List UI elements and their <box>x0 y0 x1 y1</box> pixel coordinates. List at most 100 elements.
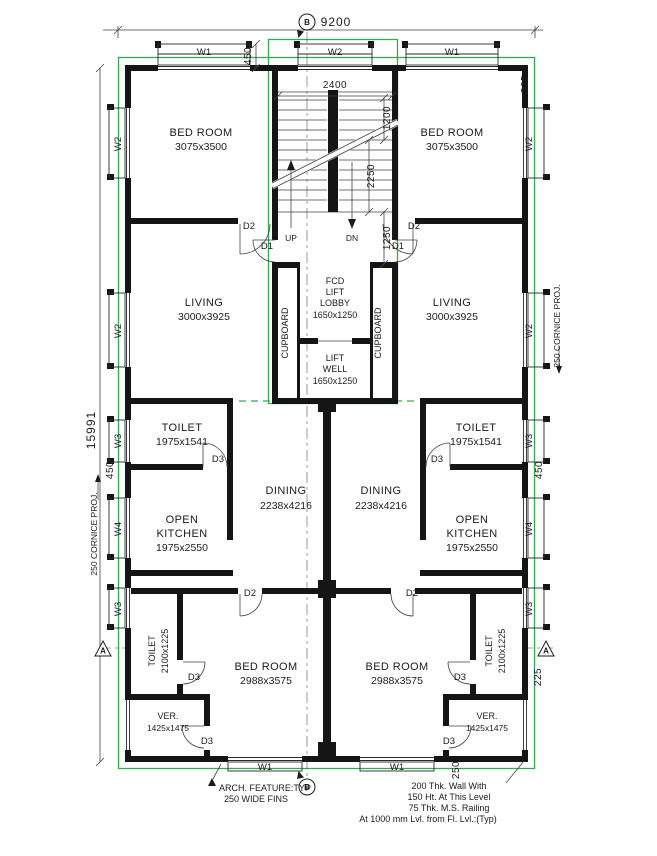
room-size-bedroom-top-right: 3075x3500 <box>426 141 478 153</box>
room-label-verandah-left: VER. <box>157 711 178 721</box>
door-label-d3-toilet-lower-left: D3 <box>188 672 200 683</box>
door-label-d1-left: D1 <box>261 241 273 252</box>
dim-450-top: 450 <box>243 47 254 65</box>
marker-a-left-label: A <box>100 647 106 656</box>
room-label-kitchen-left-2: KITCHEN <box>156 528 207 540</box>
walls-layer <box>107 41 550 762</box>
stair-layer <box>270 90 400 229</box>
room-label-toilet-lower-left: TOILET <box>147 635 157 667</box>
dim-450-right: 450 <box>534 461 545 479</box>
door-label-d3-toilet-lower-right: D3 <box>454 672 466 683</box>
door-label-d3-verandah-left: D3 <box>201 736 213 747</box>
window-label-w1-top-right: W1 <box>445 47 459 58</box>
stair-label-dn: DN <box>346 233 358 243</box>
note-wall-line3: 75 Thk. M.S. Railing <box>409 803 490 813</box>
dim-stair-1250: 1250 <box>382 226 393 250</box>
room-label-lift-lobby-3: LOBBY <box>320 298 350 308</box>
window-label-w3-left-upper: W3 <box>113 434 124 448</box>
stair-label-up: UP <box>285 233 297 243</box>
room-label-kitchen-left-1: OPEN <box>166 514 199 526</box>
window-label-w1-top-left: W1 <box>197 47 211 58</box>
dim-stair-2250: 2250 <box>366 164 377 188</box>
door-label-d1-right: D1 <box>392 241 404 252</box>
room-size-toilet-upper-right: 1975x1541 <box>450 436 502 448</box>
room-size-toilet-lower-right: 2100x1225 <box>497 629 507 674</box>
room-size-bedroom-top-left: 3075x3500 <box>175 141 227 153</box>
window-label-w2-right-upper: W2 <box>524 137 535 151</box>
marker-b-top-label: B <box>304 18 310 27</box>
door-label-d2-lower-right: D2 <box>406 588 418 599</box>
dim-overall-width: 9200 <box>321 15 352 29</box>
room-label-verandah-right: VER. <box>476 711 497 721</box>
window-label-w3-left-lower: W3 <box>113 602 124 616</box>
room-size-kitchen-right: 1975x2550 <box>446 542 498 554</box>
section-marker-b-bottom-icon <box>298 778 316 796</box>
room-label-toilet-upper-left: TOILET <box>162 422 203 434</box>
room-label-living-left: LIVING <box>185 297 223 309</box>
dim-stair-1200: 1200 <box>382 106 393 130</box>
door-label-d2-top-left: D2 <box>243 221 255 232</box>
room-label-bedroom-bottom-right: BED ROOM <box>365 661 428 673</box>
dim-450-left: 450 <box>105 461 116 479</box>
section-markers <box>94 13 555 796</box>
arch-feature-arrow-icon <box>208 778 216 786</box>
door-label-d2-lower-left: D2 <box>244 588 256 599</box>
room-label-lift-well-2: WELL <box>323 364 348 374</box>
room-size-verandah-right: 1425x1475 <box>466 723 508 733</box>
window-label-w1-bottom-right: W1 <box>390 762 404 773</box>
doors-layer <box>181 223 472 749</box>
note-cornice-right: 250 CORNICE PROJ. <box>552 284 562 367</box>
room-size-toilet-lower-left: 2100x1225 <box>160 629 170 674</box>
door-label-d3-toilet-upper-right: D3 <box>431 454 443 465</box>
door-label-d3-toilet-upper-left: D3 <box>212 454 224 465</box>
dim-250-bottom: 250 <box>451 761 462 779</box>
window-label-w2-left-upper: W2 <box>113 137 124 151</box>
room-label-cupboard-left: CUPBOARD <box>280 307 290 359</box>
section-marker-a-right-icon <box>537 639 555 657</box>
section-marker-a-left-icon <box>94 639 112 657</box>
window-label-w2-left-mid: W2 <box>113 324 124 338</box>
door-label-d2-top-right: D2 <box>408 221 420 232</box>
dimension-lines <box>95 25 562 784</box>
room-label-living-right: LIVING <box>433 297 471 309</box>
room-label-bedroom-top-left: BED ROOM <box>169 127 232 139</box>
room-label-lift-well-1: LIFT <box>326 353 345 363</box>
dim-225-top-right: 225 <box>520 75 531 93</box>
room-label-toilet-upper-right: TOILET <box>456 422 497 434</box>
room-size-dining-left: 2238x4216 <box>260 500 312 512</box>
room-label-cupboard-right: CUPBOARD <box>373 307 383 359</box>
room-size-lift-well: 1650x1250 <box>313 376 358 386</box>
room-label-bedroom-bottom-left: BED ROOM <box>234 661 297 673</box>
note-arch-feature-line1: ARCH. FEATURE:TYP <box>219 783 311 793</box>
marker-b-bottom-label: B <box>304 783 310 792</box>
room-label-lift-lobby-1: FCD <box>326 276 345 286</box>
note-wall-line1: 200 Thk. Wall With <box>411 781 486 791</box>
section-marker-b-top-icon <box>298 13 316 31</box>
window-label-w2-top-center: W2 <box>328 47 342 58</box>
room-label-toilet-lower-right: TOILET <box>484 635 494 667</box>
note-cornice-left: 250 CORNICE PROJ. <box>89 492 99 575</box>
note-wall-line4: At 1000 mm Lvl. from Fl. Lvl.:(Typ) <box>359 814 497 824</box>
room-size-living-right: 3000x3925 <box>426 311 478 323</box>
labels-layer: 9200 B B A A W1 W2 W1 450 2400 225 1200 … <box>84 15 562 824</box>
door-label-d3-verandah-right: D3 <box>443 736 455 747</box>
windows-layer <box>108 43 545 772</box>
room-label-kitchen-right-1: OPEN <box>456 514 489 526</box>
note-arch-feature-line2: 250 WIDE FINS <box>224 794 288 804</box>
room-label-bedroom-top-right: BED ROOM <box>420 127 483 139</box>
room-size-bedroom-bottom-right: 2988x3575 <box>371 675 423 687</box>
room-label-kitchen-right-2: KITCHEN <box>446 528 497 540</box>
dim-stair-2400: 2400 <box>323 80 347 91</box>
window-label-w4-right: W4 <box>524 522 535 536</box>
room-size-living-left: 3000x3925 <box>178 311 230 323</box>
room-size-kitchen-left: 1975x2550 <box>156 542 208 554</box>
room-size-dining-right: 2238x4216 <box>355 500 407 512</box>
room-size-lift-lobby: 1650x1250 <box>313 310 358 320</box>
window-label-w3-right-lower: W3 <box>524 602 535 616</box>
window-label-w4-left: W4 <box>113 522 124 536</box>
room-size-verandah-left: 1425x1475 <box>147 723 189 733</box>
marker-a-right-label: A <box>543 647 549 656</box>
note-wall-line2: 150 Ht. At This Level <box>408 792 491 802</box>
